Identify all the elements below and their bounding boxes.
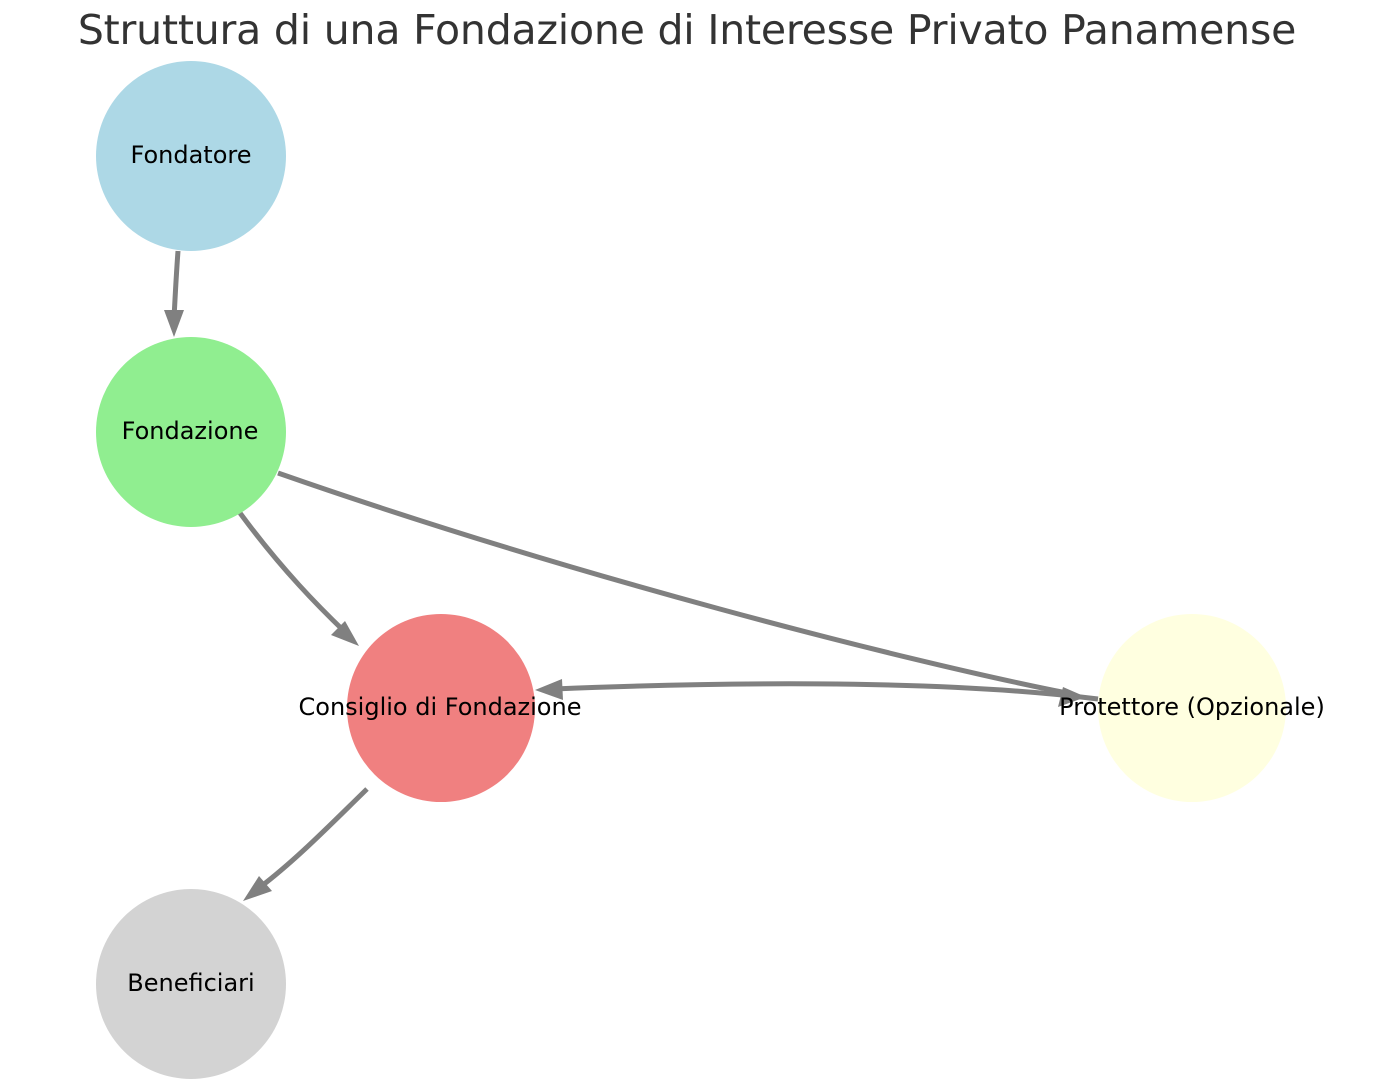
node-consiglio-di-fondazione[interactable]: Consiglio di Fondazione	[299, 614, 582, 802]
arrow-head-icon	[164, 310, 184, 337]
edge-path	[237, 511, 347, 634]
arrow-head-icon	[535, 679, 563, 700]
node-circle	[1098, 614, 1286, 802]
page-title: Struttura di una Fondazione di Interesse…	[77, 6, 1297, 54]
node-circle	[96, 889, 286, 1079]
edge-consiglio-beneficiari[interactable]	[243, 787, 369, 901]
node-label-fondatore: Fondatore	[131, 141, 252, 169]
node-protettore-opzionale[interactable]: Protettore (Opzionale)	[1059, 614, 1325, 802]
edge-path	[257, 787, 369, 890]
node-beneficiari[interactable]: Beneficiari	[96, 889, 286, 1079]
node-label-consiglio-di-fondazione: Consiglio di Fondazione	[299, 693, 582, 721]
node-label-protettore-opzionale: Protettore (Opzionale)	[1059, 693, 1325, 721]
node-fondatore[interactable]: Fondatore	[96, 61, 286, 251]
arrow-head-icon	[331, 621, 359, 646]
edge-fondazione-consiglio[interactable]	[237, 511, 359, 646]
arrow-head-icon	[243, 876, 272, 901]
edge-path	[553, 681, 1099, 702]
node-circle	[347, 614, 535, 802]
node-fondazione[interactable]: Fondazione	[96, 337, 286, 527]
node-label-beneficiari: Beneficiari	[127, 969, 254, 997]
edge-protettore-consiglio[interactable]	[535, 679, 1099, 702]
edge-path	[277, 470, 1068, 696]
edge-fondatore-fondazione[interactable]	[164, 250, 184, 337]
node-label-fondazione: Fondazione	[122, 417, 259, 445]
node-circle	[96, 61, 286, 251]
edge-path	[171, 250, 181, 319]
edge-layer	[164, 250, 1099, 901]
node-layer: Fondatore Fondazione Consiglio di Fondaz…	[96, 61, 1325, 1079]
node-circle	[96, 337, 286, 527]
